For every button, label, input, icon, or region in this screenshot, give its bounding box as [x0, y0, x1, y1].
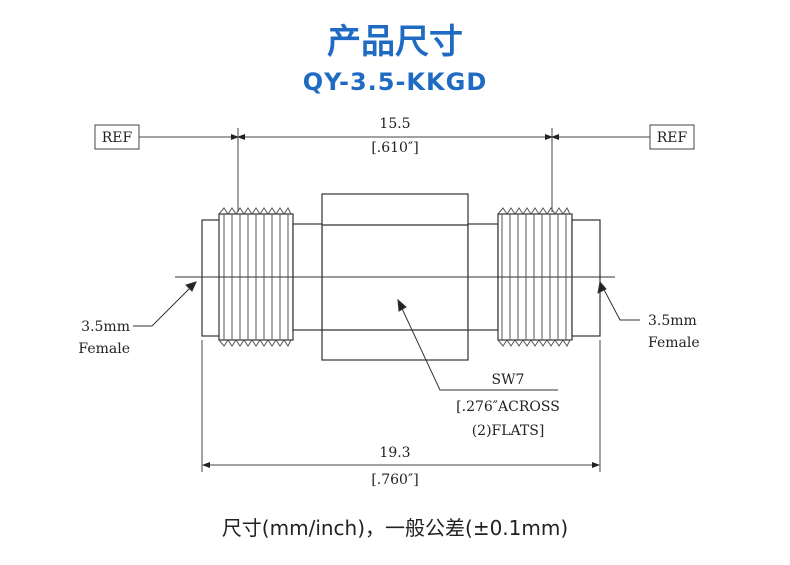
bottom-dimension — [201, 340, 601, 472]
top-dim-value: 15.5 — [379, 116, 410, 132]
left-connector-size: 3.5mm — [81, 319, 130, 335]
left-connector-gender: Female — [78, 341, 130, 357]
wrench-leader — [397, 298, 558, 391]
right-connector-gender: Female — [648, 335, 700, 351]
left-leader — [133, 281, 197, 327]
ref-left-label: REF — [102, 130, 133, 146]
page-title: 产品尺寸 — [327, 22, 463, 62]
ref-right-label: REF — [657, 130, 688, 146]
ref-box-right: REF — [649, 124, 695, 150]
bottom-dim-value: 19.3 — [379, 445, 410, 461]
wrench-inch: [.276″ACROSS — [456, 399, 560, 415]
bottom-dim-inch: [.760″] — [371, 472, 418, 488]
right-leader — [597, 280, 640, 321]
tolerance-note: 尺寸(mm/inch)，一般公差(±0.1mm) — [221, 516, 569, 540]
wrench-flats: (2)FLATS] — [472, 423, 545, 439]
ref-box-left: REF — [94, 124, 140, 150]
right-connector-size: 3.5mm — [648, 313, 697, 329]
wrench-size: SW7 — [492, 372, 525, 388]
top-dim-inch: [.610″] — [371, 140, 418, 156]
top-dimension — [139, 128, 650, 212]
model-number: QY-3.5-KKGD — [302, 68, 488, 96]
